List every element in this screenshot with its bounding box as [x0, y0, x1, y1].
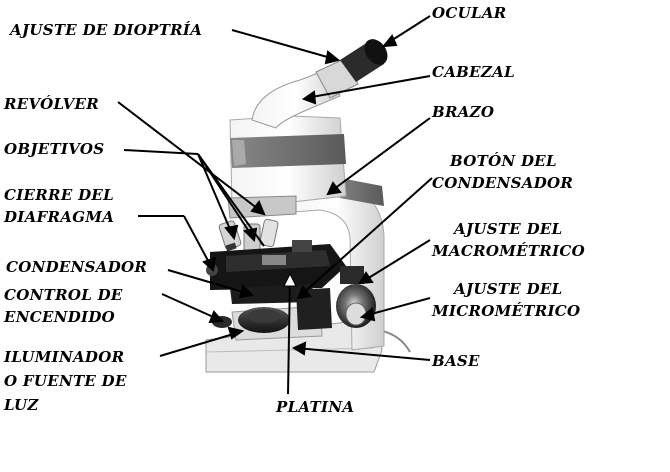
label-revolver: REVÓLVER	[4, 95, 100, 113]
label-cierre-diafragma-2: DIAFRAGMA	[4, 208, 115, 226]
label-objetivos: OBJETIVOS	[4, 140, 105, 158]
label-ajuste-micro-1: AJUSTE DEL	[454, 280, 563, 298]
label-boton-condensador-2: CONDENSADOR	[432, 174, 574, 192]
label-platina: PLATINA	[276, 398, 355, 416]
base-part	[205, 317, 411, 373]
label-condensador: CONDENSADOR	[6, 258, 148, 276]
label-ajuste-dioptria: AJUSTE DE DIOPTRÍA	[10, 21, 203, 39]
label-boton-condensador-1: BOTÓN DEL	[450, 152, 557, 170]
label-iluminador-3: LUZ	[4, 396, 39, 414]
leader-arrows	[117, 15, 433, 395]
label-ocular: OCULAR	[432, 4, 507, 22]
label-ajuste-macro-1: AJUSTE DEL	[454, 220, 563, 238]
label-base: BASE	[432, 352, 480, 370]
eyepiece-tube-part	[251, 39, 388, 129]
label-control-encendido-2: ENCENDIDO	[4, 308, 116, 326]
label-ajuste-macro-2: MACROMÉTRICO	[432, 242, 585, 260]
stage-part	[206, 240, 346, 290]
label-control-encendido-1: CONTROL DE	[4, 286, 123, 304]
label-cierre-diafragma-1: CIERRE DEL	[4, 186, 114, 204]
label-iluminador-1: ILUMINADOR	[4, 348, 125, 366]
label-iluminador-2: O FUENTE DE	[4, 372, 127, 390]
label-brazo: BRAZO	[432, 103, 495, 121]
label-ajuste-micro-2: MICROMÉTRICO	[432, 302, 581, 320]
label-cabezal: CABEZAL	[432, 63, 515, 81]
condenser-part	[230, 284, 332, 330]
